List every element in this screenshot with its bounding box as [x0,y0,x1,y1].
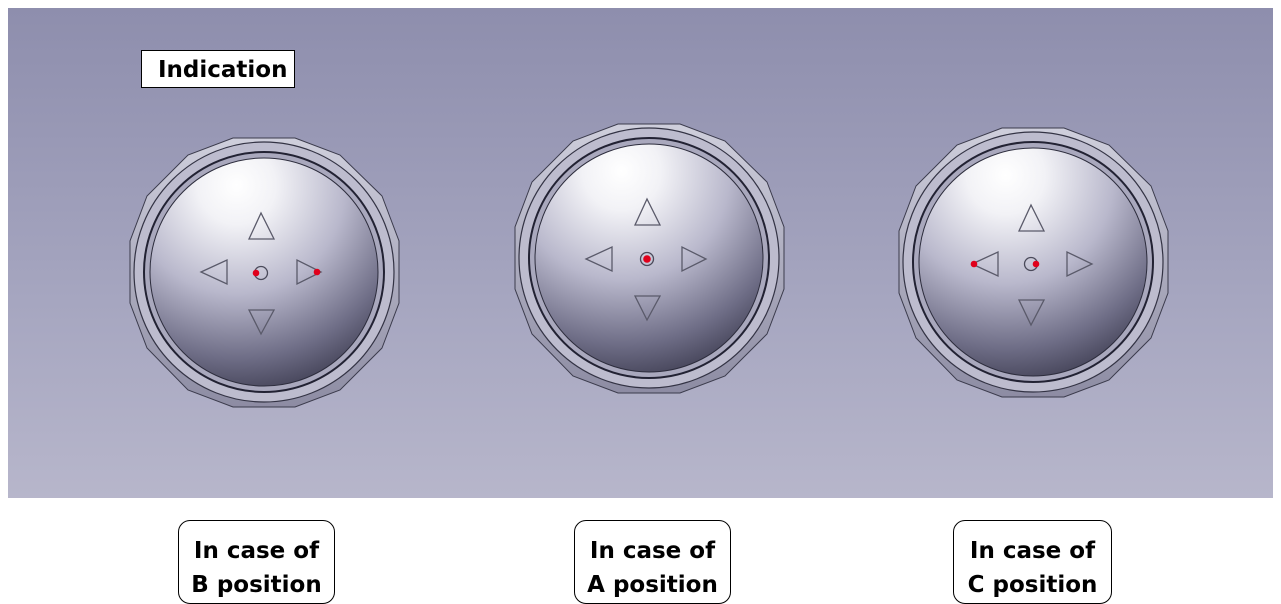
knob-c-position [898,127,1169,398]
knob-c-down-arrow [1017,299,1046,327]
knob-c-left-arrow [970,250,999,278]
knob-b-left-arrow [199,258,228,286]
caption-c-line2: C position [967,572,1098,598]
knob-b-down-arrow [247,309,276,336]
caption-a-line2: A position [587,572,718,598]
knob-a-down-arrow [633,295,662,322]
caption-c-position: In case of C position [953,520,1112,604]
knob-b-face [149,157,379,387]
knob-a-position [514,123,785,394]
caption-b-line2: B position [191,572,322,598]
knob-b-right-arrow [296,258,323,286]
knob-b-indicator-dot [252,269,260,277]
knob-a-right-arrow [681,245,708,273]
caption-b-position: In case of B position [178,520,335,604]
knob-a-left-arrow [584,245,613,273]
indication-label: Indication [141,50,295,88]
knob-c-indicator-dot [970,260,978,268]
knob-b-position [129,137,400,408]
knob-b-indicator-dot [313,268,321,276]
knob-c-indicator-dot [1032,260,1040,268]
caption-a-position: In case of A position [574,520,731,604]
knob-a-up-arrow [633,197,662,226]
caption-b-line1: In case of [193,538,320,564]
knob-c-right-arrow [1066,250,1094,278]
knob-b-up-arrow [247,211,276,240]
knob-c-face [918,147,1148,377]
knob-c-up-arrow [1017,203,1046,232]
knob-a-center-circle [639,251,655,267]
caption-a-line1: In case of [589,538,716,564]
caption-c-line1: In case of [969,538,1096,564]
knob-a-indicator-dot [643,255,651,263]
